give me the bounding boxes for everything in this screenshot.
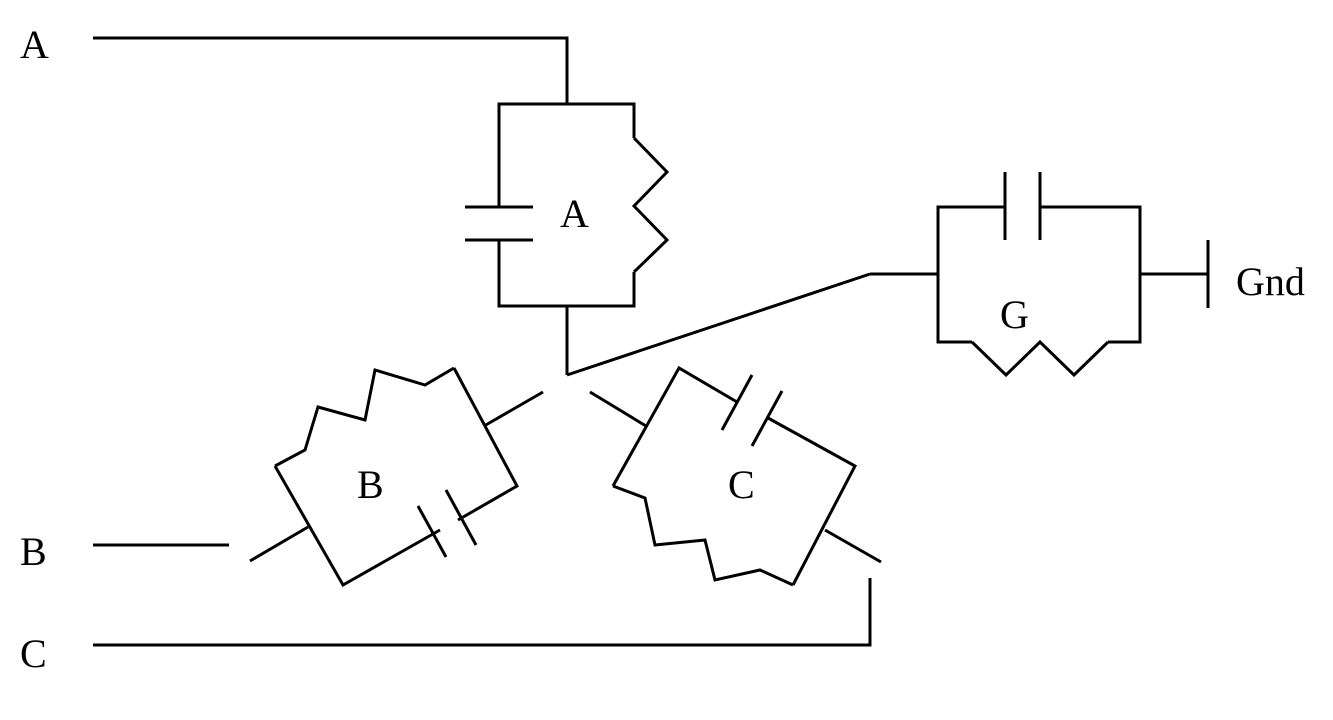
branch-b-capacitor-plate: [444, 489, 478, 546]
branch-c-lead-outer: [824, 528, 882, 564]
terminal-label-gnd: Gnd: [1236, 259, 1305, 304]
branch-g-frame-top: [936, 205, 1005, 344]
branch-label-c: C: [728, 462, 755, 507]
branch-c-resistor: [612, 484, 794, 587]
branch-a-resistor: [631, 136, 670, 274]
branch-c-capacitor-plate: [720, 374, 754, 431]
wire-c: [93, 578, 872, 647]
branch-b-lead-outer: [249, 525, 309, 563]
branch-g-resistor: [970, 339, 1110, 378]
branch-label-a: A: [560, 191, 589, 236]
branch-b: B: [249, 366, 544, 588]
branch-a-frame-bottom: [497, 240, 636, 308]
branch-b-lead-inner: [483, 390, 544, 428]
terminal-label-b: B: [20, 529, 47, 574]
branch-c-frame: [611, 365, 738, 487]
branch-g-frame-right: [1040, 205, 1142, 344]
branch-a: A: [465, 102, 670, 375]
branch-b-capacitor-plate: [416, 505, 448, 558]
terminal-label-c: C: [20, 631, 47, 676]
terminal-label-a: A: [20, 22, 49, 67]
branch-g: G: [870, 172, 1210, 378]
branch-c-capacitor-plate: [750, 390, 784, 447]
wire-a: [93, 36, 569, 104]
branch-label-b: B: [357, 462, 384, 507]
wire-neutral-g: [566, 272, 871, 377]
branch-c-frame: [767, 416, 858, 586]
branch-a-frame-top: [497, 102, 636, 207]
branch-b-frame: [273, 465, 441, 588]
branch-b-frame: [452, 367, 520, 522]
branch-b-resistor: [274, 366, 455, 468]
branch-label-g: G: [1000, 292, 1029, 337]
branch-c: C: [589, 365, 882, 587]
branch-c-lead-inner: [589, 390, 647, 428]
